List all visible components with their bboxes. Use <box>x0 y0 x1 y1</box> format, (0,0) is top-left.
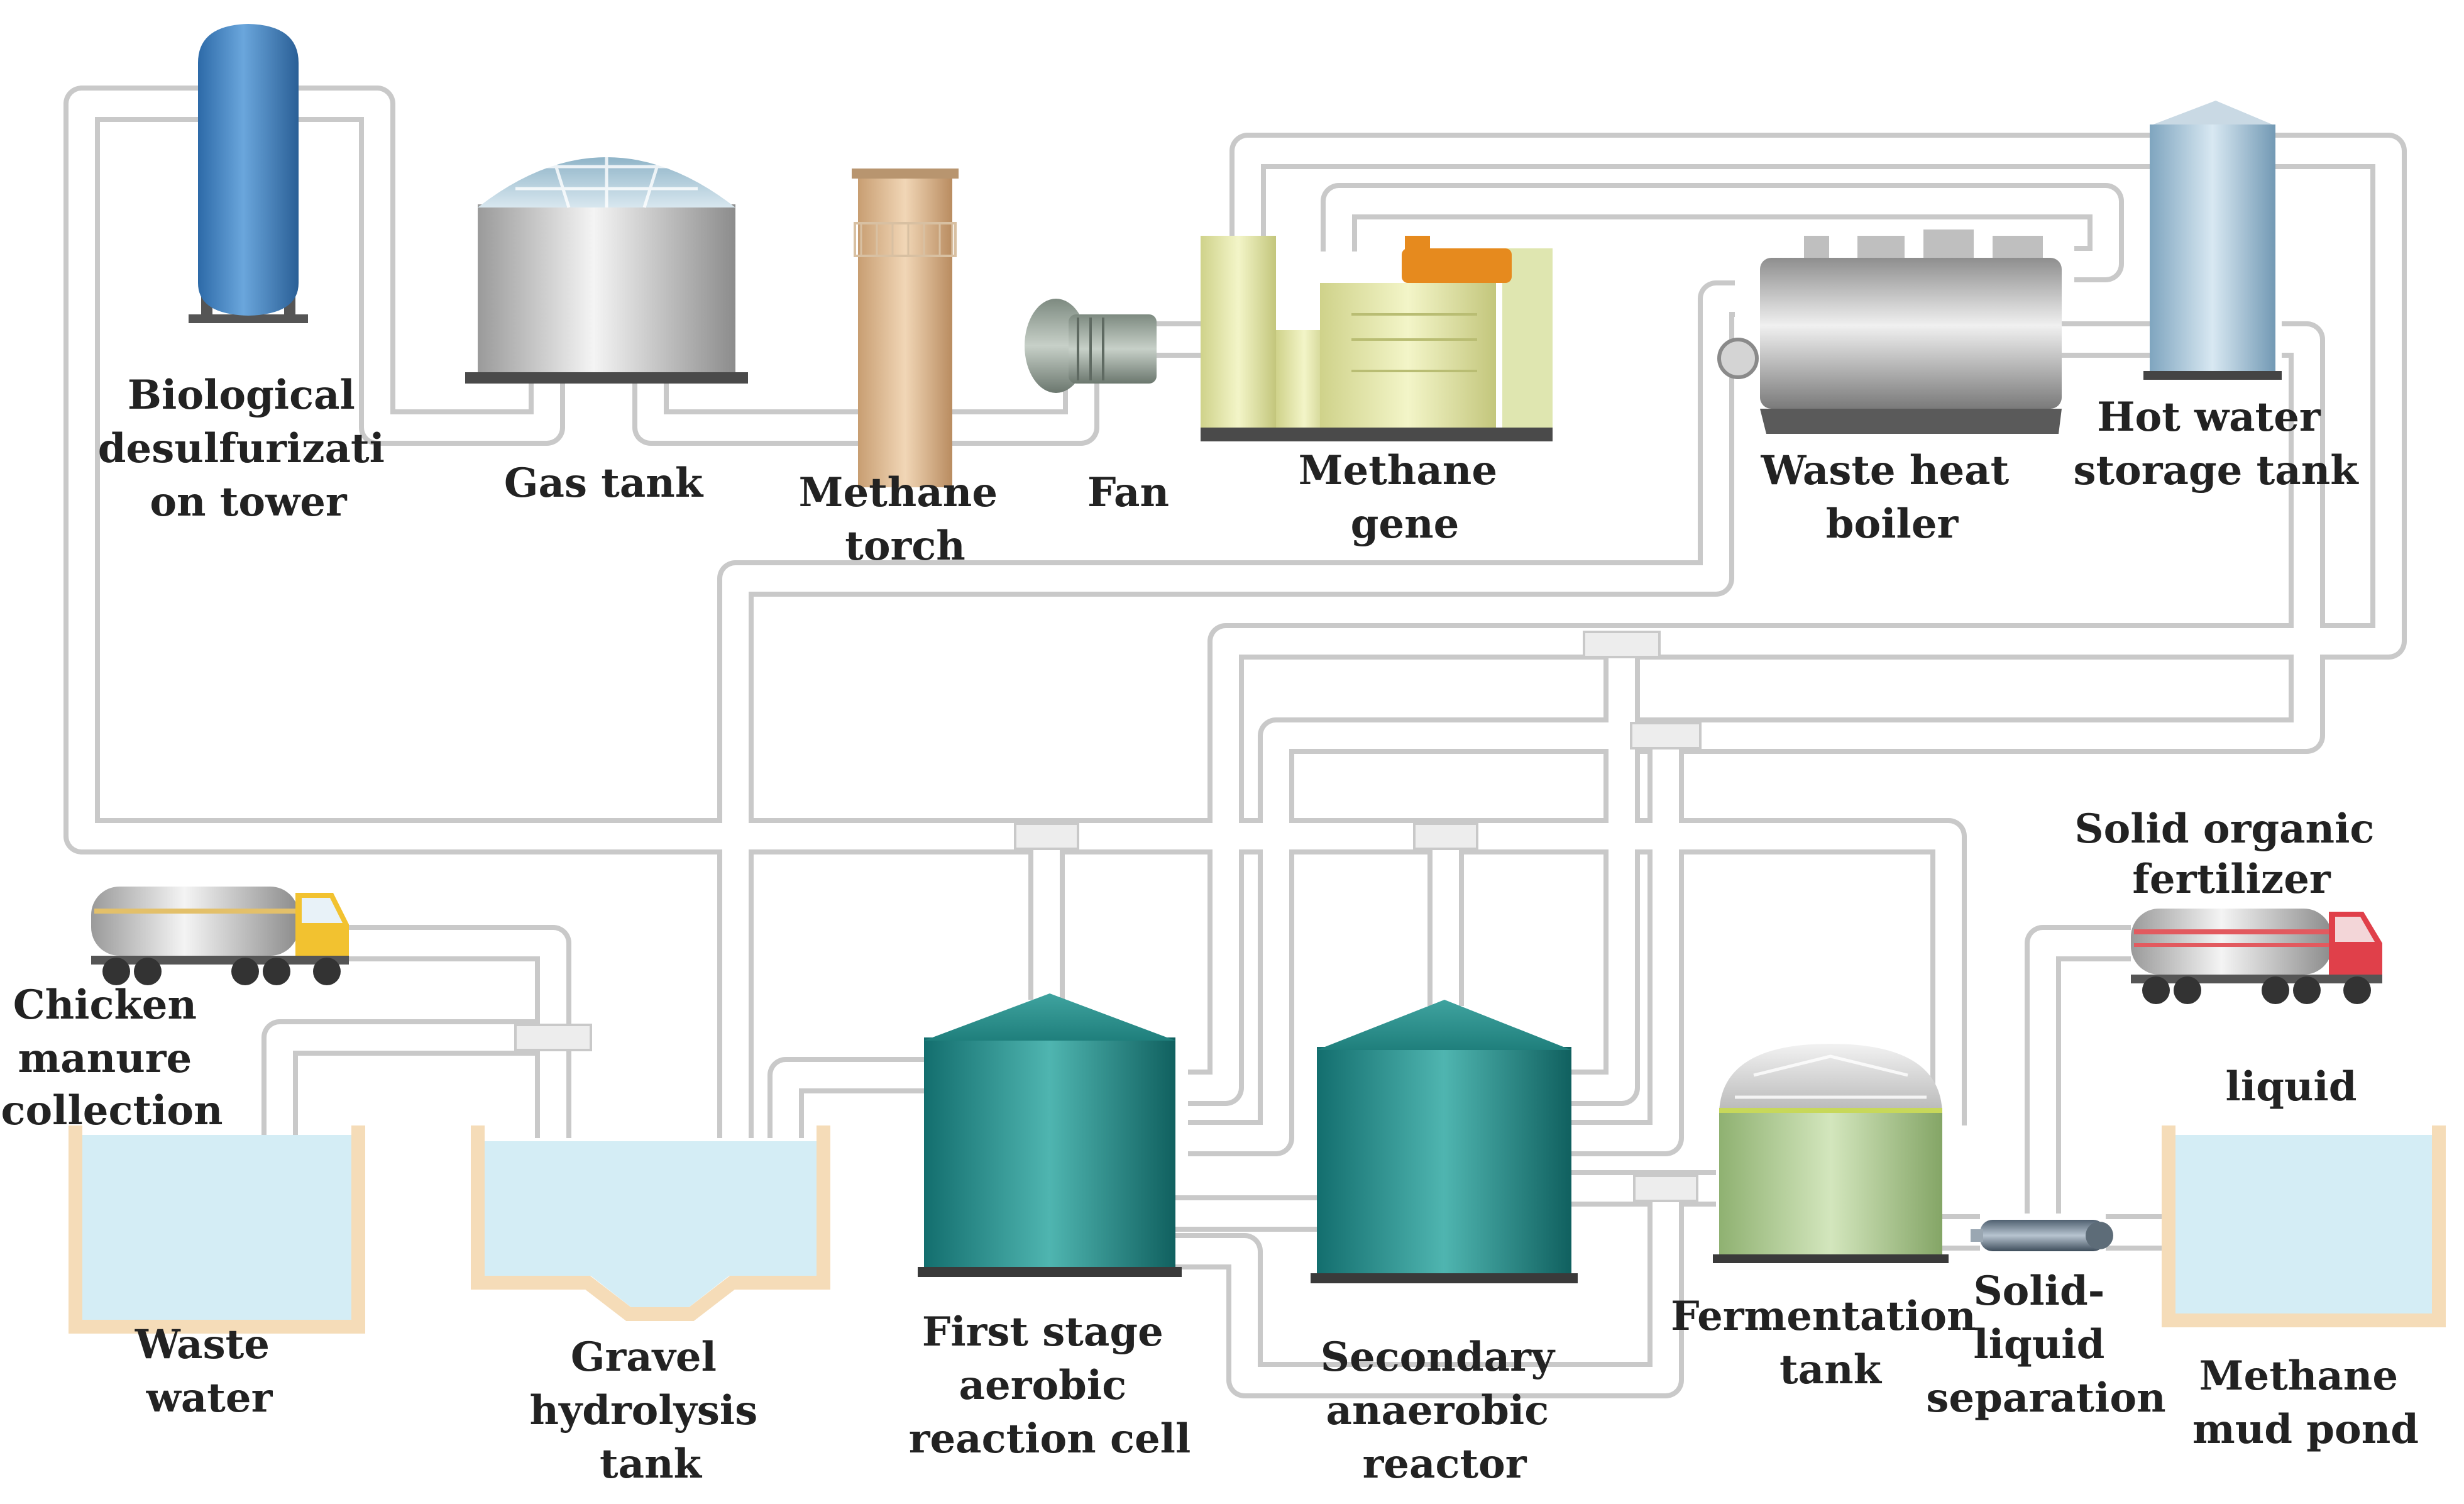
label-fermentation-tank: Fermentation tank <box>1671 1293 1990 1393</box>
chicken-manure-truck-icon <box>91 887 349 985</box>
label-line: reaction cell <box>909 1415 1191 1463</box>
label-line: on tower <box>150 478 348 526</box>
solid-liquid-separator-icon <box>1971 1220 2113 1251</box>
label-line: liquid <box>2226 1063 2357 1110</box>
label-methane-gene: Methane gene <box>1299 447 1512 548</box>
pipe-junction <box>1014 822 1079 850</box>
fertilizer-truck-icon <box>2131 909 2382 1004</box>
label-line: First stage <box>922 1308 1163 1356</box>
methane-generator-icon <box>1201 236 1553 441</box>
label-line: Hot water <box>2097 394 2321 441</box>
label-line: Chicken <box>13 981 197 1029</box>
desulfurization-tower-icon <box>189 24 308 323</box>
pipe-core <box>1571 648 1635 1101</box>
label-line: anaerobic <box>1326 1387 1549 1434</box>
label-waste-water: Waste water <box>135 1321 283 1422</box>
label-line: Fan <box>1087 469 1169 516</box>
label-line: Methane <box>799 469 998 516</box>
label-line: water <box>146 1374 273 1422</box>
pipe-junction <box>1413 822 1478 850</box>
label-line: mud pond <box>2192 1406 2419 1453</box>
label-line: reactor <box>1363 1440 1527 1488</box>
pipe-wastewater-to-gravel <box>261 1019 553 1138</box>
hot-water-storage-tank-icon <box>2143 101 2282 380</box>
label-line: Waste <box>135 1321 270 1368</box>
pipe-core <box>1326 188 2119 277</box>
label-line: Solid- <box>1973 1268 2104 1315</box>
label-solid-organic-fertilizer: Solid organic fertilizer <box>2074 805 2388 903</box>
fan-icon <box>1025 299 1157 393</box>
label-solid-liquid-separation: Solid- liquid separation <box>1926 1268 2165 1422</box>
label-secondary-anaerobic-reactor: Secondary anaerobic reactor <box>1321 1334 1569 1488</box>
label-line: manure <box>18 1035 192 1082</box>
label-line: tank <box>1779 1346 1883 1393</box>
label-line: fertilizer <box>2132 856 2331 903</box>
label-line: separation <box>1926 1374 2165 1422</box>
label-line: hydrolysis <box>529 1387 757 1434</box>
waste-heat-boiler-icon <box>1717 229 2062 434</box>
label-chicken-manure-collection: Chicken manure collection <box>1 981 223 1134</box>
label-line: Gravel <box>571 1334 717 1381</box>
label-line: Biological <box>128 372 355 419</box>
label-biological-desulfurization-tower: Biological desulfurizati on tower <box>98 372 399 526</box>
label-line: aerobic <box>959 1362 1127 1409</box>
label-line: storage tank <box>2073 447 2359 494</box>
pipe-core <box>295 91 560 441</box>
pipe-junction <box>1630 722 1702 749</box>
methane-torch-icon <box>852 169 959 487</box>
label-liquid: liquid <box>2226 1063 2357 1110</box>
label-line: liquid <box>1973 1321 2104 1368</box>
secondary-anaerobic-reactor-icon <box>1311 1000 1578 1283</box>
pipe-core <box>773 1062 924 1138</box>
pipe-core <box>267 1024 553 1138</box>
fermentation-tank-icon <box>1713 1044 1949 1263</box>
label-gas-tank: Gas tank <box>504 460 704 507</box>
label-line: collection <box>1 1087 223 1134</box>
pipe-main-loop-core <box>69 91 1962 1125</box>
label-line: Secondary <box>1321 1334 1556 1381</box>
label-first-stage-aerobic-reaction-cell: First stage aerobic reaction cell <box>909 1308 1191 1463</box>
pipe-junction <box>1583 631 1661 658</box>
label-line: torch <box>845 523 965 570</box>
label-methane-mud-pond: Methane mud pond <box>2192 1352 2419 1453</box>
label-line: Solid organic <box>2074 805 2374 853</box>
label-line: gene <box>1351 500 1460 548</box>
pipe-core <box>1571 736 1679 1151</box>
pipe-junction <box>514 1024 592 1051</box>
label-waste-heat-boiler: Waste heat boiler <box>1761 447 2023 548</box>
pipe-core <box>349 930 566 1138</box>
label-line: Fermentation <box>1671 1293 1976 1340</box>
label-line: Gas tank <box>504 460 704 507</box>
label-fan: Fan <box>1087 469 1169 516</box>
labels: Biological desulfurizati on tower Gas ta… <box>1 372 2419 1488</box>
pipe-core <box>1188 138 2402 1101</box>
label-line: tank <box>600 1440 703 1488</box>
label-line: desulfurizati <box>98 425 385 472</box>
pipe-core <box>722 285 1735 1138</box>
label-gravel-hydrolysis-tank: Gravel hydrolysis tank <box>529 1334 771 1488</box>
label-hot-water-storage-tank: Hot water storage tank <box>2073 394 2359 494</box>
pipe-core <box>1188 326 2320 1151</box>
pipe-core <box>2030 930 2131 1214</box>
waste-water-pond-icon <box>69 1125 365 1334</box>
label-line: Methane <box>2199 1352 2398 1400</box>
methane-mud-pond-icon <box>2162 1125 2446 1327</box>
label-line: Methane <box>1299 447 1497 494</box>
pipe-network <box>63 86 2407 1398</box>
label-line: Waste heat <box>1761 447 2010 494</box>
label-line: boiler <box>1826 500 1959 548</box>
first-stage-aerobic-reaction-cell-icon <box>918 993 1182 1277</box>
label-methane-torch: Methane torch <box>799 469 1012 570</box>
gravel-hydrolysis-tank-icon <box>471 1125 830 1321</box>
pipe-junction <box>1633 1175 1698 1202</box>
gas-tank-icon <box>465 145 748 384</box>
